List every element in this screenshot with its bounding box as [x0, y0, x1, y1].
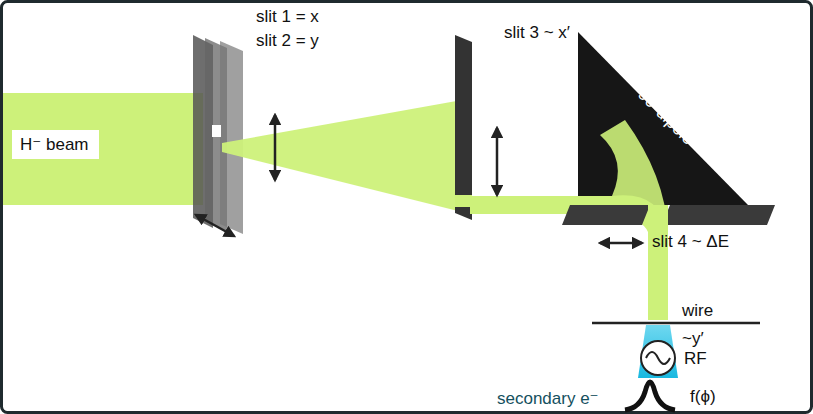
slit-3-aperture — [455, 195, 472, 207]
double-arrow — [600, 242, 642, 245]
double-arrow — [496, 128, 499, 195]
slit-plate — [220, 41, 243, 234]
slit-label: slit 2 = y — [256, 32, 319, 51]
diverging-beam — [222, 100, 462, 212]
function-label: f(ϕ) — [690, 388, 716, 407]
slit-label: slit 4 ~ ΔE — [652, 233, 729, 252]
particle-label: secondary e⁻ — [497, 390, 599, 409]
slit-4-plate — [562, 205, 650, 225]
beam-label-box: H⁻ beam — [12, 130, 99, 159]
rf-label: RF — [684, 350, 707, 369]
rf-source — [641, 341, 675, 375]
axis-label: ~y′ — [682, 330, 704, 349]
slit-3-plate — [455, 35, 472, 220]
slit-label: slit 3 ~ x′ — [504, 24, 570, 43]
slit-label: slit 1 = x — [256, 8, 319, 27]
beam — [648, 205, 668, 320]
dipole-magnet — [578, 32, 748, 205]
slit-aperture — [212, 125, 221, 137]
wire-label: wire — [682, 302, 713, 321]
wire — [592, 322, 760, 325]
secondary-electrons — [638, 325, 678, 378]
sine-symbol — [646, 352, 670, 364]
double-arrow — [196, 215, 234, 236]
slit-4-plate — [662, 205, 775, 225]
phase-profile — [625, 382, 675, 410]
double-arrow — [274, 115, 277, 180]
node-text: H⁻ beam — [20, 135, 89, 154]
h-beam — [3, 93, 203, 205]
